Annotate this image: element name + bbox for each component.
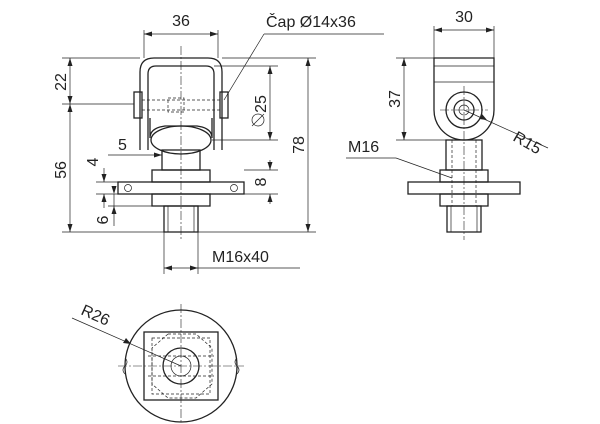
dim-6: 6 (95, 215, 112, 224)
dim-25: 25 (253, 95, 270, 113)
pin-callout: Čap Ø14x36 (266, 12, 356, 31)
dim-5: 5 (118, 137, 127, 154)
dim-4: 4 (85, 157, 102, 166)
dim-36: 36 (172, 13, 190, 30)
dim-78: 78 (291, 136, 308, 154)
pin-head-left (133, 91, 143, 119)
dim-8: 8 (253, 177, 270, 186)
dim-30: 30 (455, 9, 473, 26)
front-view: 36 Čap Ø14x36 22 56 5 4 (53, 12, 384, 274)
side-view: 30 37 R15 M16 (346, 9, 549, 240)
r15: R15 (510, 129, 544, 158)
thread-callout: M16x40 (212, 249, 269, 266)
side-thread-callout: M16 (348, 139, 379, 156)
dim-22: 22 (53, 73, 70, 91)
dim-37: 37 (387, 90, 404, 108)
pin-head-right (219, 91, 229, 119)
r26: R26 (78, 302, 112, 330)
top-view: R26 (71, 302, 244, 424)
dim-56: 56 (53, 161, 70, 179)
